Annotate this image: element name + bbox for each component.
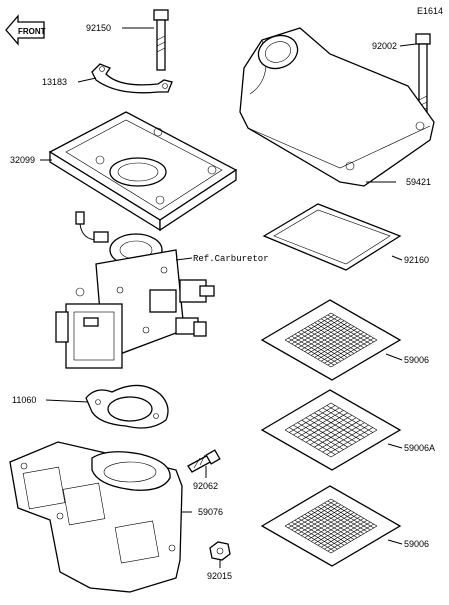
mesh-line [293,407,340,436]
mesh-line [314,412,361,441]
mesh-line [309,417,357,445]
mesh-line [307,326,355,354]
nut-92015 [209,541,231,561]
mesh-line [320,504,368,533]
screen-59006-1 [260,299,402,381]
leader-59006-3 [387,539,403,545]
mesh-line [330,525,378,554]
mesh-line [322,424,369,453]
mesh-line [293,424,340,453]
mesh-line [314,322,361,350]
callout-92002: 92002 [372,41,397,51]
mesh-line [320,519,368,548]
bolt-92150 [153,9,169,71]
callout-32099: 32099 [10,155,35,165]
mesh-line [311,510,358,538]
mesh-line [317,506,365,534]
mesh-line [326,405,373,433]
mesh-line [305,417,353,445]
mesh-line [301,419,348,448]
mesh-line [314,508,361,536]
mesh-line [330,312,378,341]
mesh-line [318,422,365,450]
mesh-line [284,429,332,458]
leader-59006-1 [385,353,403,361]
mesh-line [324,502,371,531]
mesh-line [289,427,336,455]
callout-11060: 11060 [12,395,36,405]
callout-59006-1: 59006 [404,355,429,365]
callout-59006A: 59006A [404,443,435,453]
bracket-13183 [91,63,173,94]
mesh-line [314,516,361,544]
mesh-line [309,415,357,443]
callout-59421: 59421 [406,177,431,187]
callout-carb-ref: Ref.Carburetor [193,254,269,264]
leader-11060 [45,399,89,403]
stud-92062 [187,449,221,473]
mesh-line [289,405,336,433]
manifold-59076 [9,441,183,593]
mesh-line [324,335,371,364]
mesh-line [320,333,368,362]
mesh-line [301,412,348,441]
mesh-line [284,402,332,431]
mesh-line [314,419,361,448]
mesh-line [311,328,358,356]
front-label: FRONT [18,27,46,36]
mesh-line [320,318,368,347]
leader-59006A [387,443,403,449]
callout-92015: 92015 [207,571,232,581]
mesh-line [317,320,365,348]
leader-carb [175,257,193,261]
mesh-line [311,324,358,352]
mesh-line [330,429,378,458]
mesh-line [330,402,378,431]
mesh-line [317,332,365,360]
mesh-line [324,316,371,345]
callout-92160: 92160 [404,255,429,265]
mesh-line [297,422,344,450]
mesh-line [324,521,371,550]
mesh-line [297,410,344,438]
mesh-line [318,410,365,438]
mesh-line [327,500,374,529]
mesh-line [311,514,358,542]
leader-92160 [391,255,403,261]
mesh-line [322,407,369,436]
mesh-line [327,523,374,552]
base-32099 [48,111,238,232]
mesh-line [327,337,374,366]
callout-59076: 59076 [198,507,223,517]
mesh-line [330,339,378,368]
front-arrow-icon: FRONT [5,14,46,46]
screen-59006-3 [260,485,402,567]
callout-92150: 92150 [86,23,111,33]
gasket-11060 [85,384,169,429]
mesh-line [305,415,353,443]
callout-92062: 92062 [193,481,218,491]
mesh-line [314,330,361,358]
callout-13183: 13183 [42,77,67,87]
leader-92002 [399,43,417,47]
mesh-line [326,427,373,455]
mesh-line [307,512,355,540]
seal-92160 [262,203,402,271]
box-59421 [239,27,435,187]
mesh-line [330,498,378,527]
mesh-line [327,314,374,343]
leader-13183 [77,77,97,83]
carburetor [55,211,215,369]
callout-59006-3: 59006 [404,539,429,549]
screen-59006A [260,389,402,471]
figure-id: E1614 [417,6,443,16]
mesh-line [317,518,365,546]
